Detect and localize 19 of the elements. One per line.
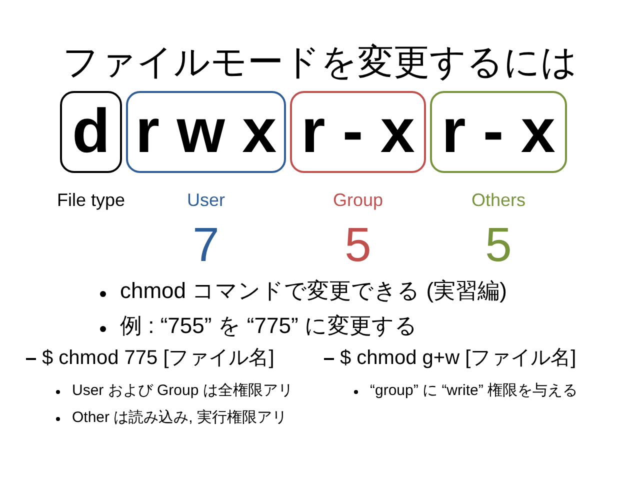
octal-digit: 5 [344,218,372,273]
group-label: Group [332,190,384,211]
group-label: File type [56,190,126,211]
bullet-text: “group” に “write” 権限を与える [370,381,578,400]
bullet-text: 例 : “755” を “775” に変更する [120,312,418,340]
octal-digit: 5 [484,218,513,273]
octal-digit: 7 [192,218,220,273]
permission-box: r w x [126,91,286,173]
title: ファイルモードを変更するには [62,40,578,84]
bullet-text: Other は読み込み, 実行権限アリ [72,408,288,428]
command-text: $ chmod 775 [ファイル名] [42,346,274,371]
permission-box: r - x [430,91,567,173]
permission-box: d [60,91,122,173]
command-text: $ chmod g+w [ファイル名] [340,346,576,371]
bullet-text: User および Group は全権限アリ [72,381,293,400]
group-label: User [186,190,226,211]
group-label: Others [470,190,527,211]
permission-box: r - x [290,91,426,173]
bullet-text: chmod コマンドで変更できる (実習編) [120,277,507,305]
